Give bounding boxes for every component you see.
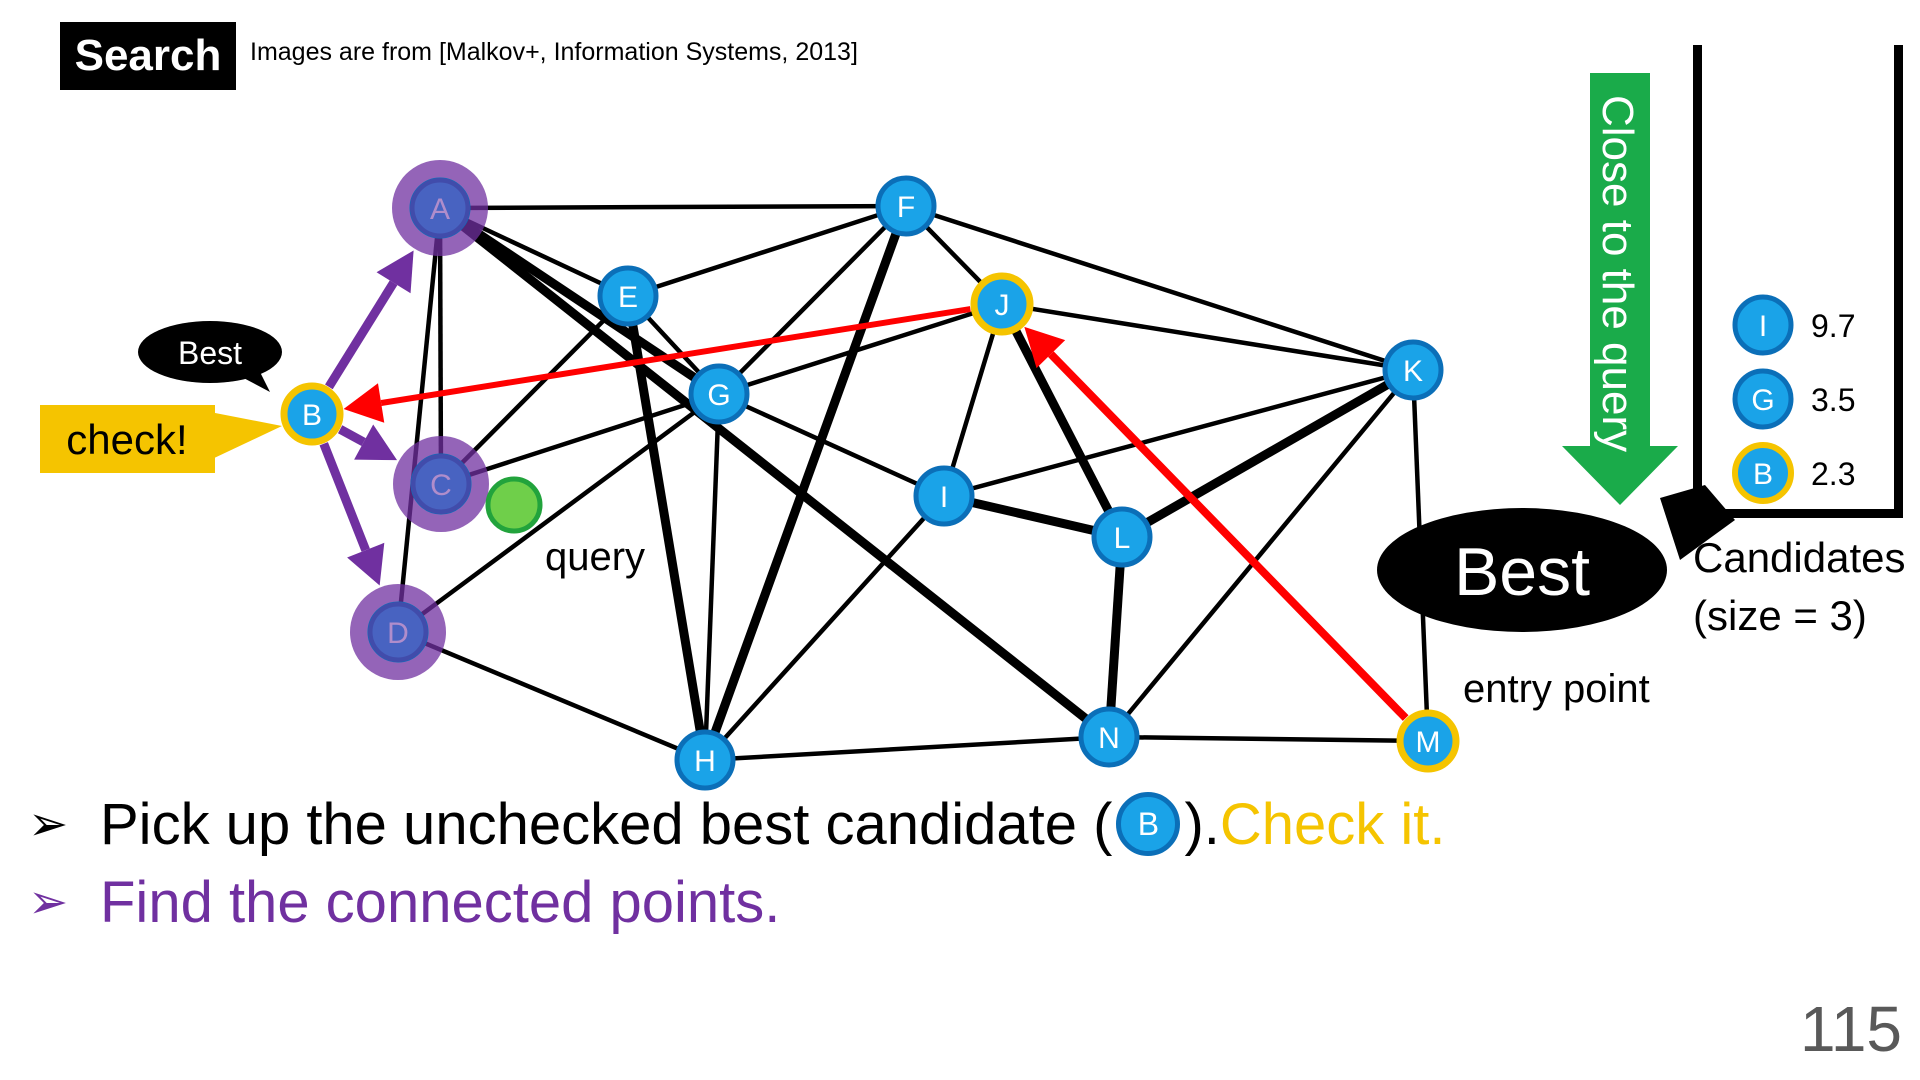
graph-edge (396, 392, 721, 634)
graph-node-h: H (674, 729, 736, 791)
graph-node-c: C (410, 453, 472, 515)
graph-edge (623, 295, 710, 761)
graph-edge (718, 301, 1003, 397)
svg-text:H: H (694, 745, 716, 778)
traversal-arrows (319, 250, 1409, 721)
neighbor-arrow-b-to-d (319, 442, 385, 586)
graph-edge (1108, 734, 1429, 744)
graph-node-n: N (1078, 706, 1140, 768)
svg-text:L: L (1114, 522, 1131, 555)
svg-text:F: F (897, 191, 915, 224)
graph-node-i: I (913, 465, 975, 527)
svg-text:K: K (1403, 355, 1423, 388)
bullet-text: Pick up the unchecked best candidate ( (100, 791, 1113, 857)
graph-node-e: E (597, 265, 659, 327)
graph-edge (1119, 366, 1416, 541)
close-to-query-arrow: Close to the query (1562, 73, 1678, 505)
graph-edge (941, 303, 1005, 497)
neighbor-arrow-b-to-c (337, 424, 398, 461)
page-number: 115 (1799, 993, 1902, 1065)
svg-text:B: B (302, 399, 322, 432)
graph-node-k: K (1382, 339, 1444, 401)
graph-edge (997, 301, 1127, 540)
graph-node-j: J (970, 272, 1034, 336)
entry-point-label: entry point (1463, 667, 1650, 711)
bullet-find-connected: ➢ Find the connected points. (28, 863, 1446, 941)
bullet-arrow-icon: ➢ (28, 876, 69, 929)
graph-node-b: B (280, 382, 344, 446)
graph-edge (718, 391, 945, 499)
graph-edge (1104, 536, 1127, 738)
graph-edge (702, 393, 722, 761)
graph-edge (437, 204, 722, 398)
graph-node-m: M (1396, 709, 1460, 773)
candidate-node-label: I (1759, 310, 1767, 343)
graph-edges (395, 203, 1431, 763)
graph-edge (943, 367, 1414, 499)
svg-text:check!: check! (66, 416, 187, 463)
inline-node-icon: B (1116, 792, 1181, 856)
candidates-title: Candidates (1693, 534, 1905, 581)
path-arrow-m-to-j (1024, 326, 1409, 721)
graph-node-f: F (875, 175, 937, 237)
graph-node-d: D (367, 601, 429, 663)
graph-edge (397, 629, 706, 763)
svg-text:I: I (940, 481, 948, 514)
bullet-highlight: Check it. (1219, 791, 1446, 857)
svg-text:Best: Best (178, 335, 242, 371)
graph-edge (1107, 368, 1415, 739)
candidate-distance: 2.3 (1811, 456, 1855, 492)
query-label: query (545, 535, 645, 579)
path-arrow-j-to-b (343, 306, 971, 423)
graph-edge (440, 391, 720, 487)
candidate-list: I 9.7G 3.5B 2.3 (1732, 294, 1855, 504)
bullet-text: ). (1184, 791, 1220, 857)
graph-edge (395, 207, 443, 633)
bullet-pick-candidate: ➢ Pick up the unchecked best candidate (… (28, 785, 1446, 863)
graph-node-a: A (409, 177, 471, 239)
bullet-list: ➢ Pick up the unchecked best candidate (… (28, 785, 1446, 941)
candidate-item: I 9.7 (1732, 294, 1855, 356)
svg-text:G: G (707, 379, 730, 412)
image-source-note: Images are from [Malkov+, Information Sy… (250, 38, 858, 66)
bullet-arrow-icon: ➢ (28, 798, 69, 851)
graph-edge (1001, 301, 1414, 373)
best-callout-large: Best (1377, 485, 1735, 632)
candidate-distance: 9.7 (1811, 308, 1855, 344)
close-to-query-label: Close to the query (1593, 95, 1642, 452)
graph-edge (437, 204, 1112, 741)
graph-node-g: G (688, 363, 750, 425)
graph-edge (439, 203, 907, 211)
graph-edge (905, 203, 1414, 373)
check-callout: check! (40, 405, 282, 473)
graph-edge (717, 204, 908, 396)
candidates-box (1693, 45, 1903, 518)
graph-edge (700, 204, 911, 762)
graph-nodes: A B C D E F G H I J K L M N (280, 175, 1460, 791)
candidate-node-label: G (1751, 384, 1774, 417)
query-point (485, 476, 543, 534)
graph-edge (703, 494, 946, 762)
graph-node-l: L (1091, 506, 1153, 568)
candidate-distance: 3.5 (1811, 382, 1855, 418)
svg-text:J: J (995, 289, 1010, 322)
bullet-text: Find the connected points. (100, 869, 781, 935)
candidate-item: G 3.5 (1732, 368, 1855, 430)
candidate-node-label: B (1753, 458, 1773, 491)
svg-text:Best: Best (1454, 534, 1590, 610)
candidates-size: (size = 3) (1693, 592, 1867, 639)
svg-text:E: E (618, 281, 638, 314)
graph-edge (627, 203, 907, 299)
svg-text:N: N (1098, 722, 1120, 755)
best-callout-small: Best (138, 321, 282, 392)
section-badge: Search (60, 22, 236, 90)
neighbor-arrow-b-to-a (325, 250, 414, 390)
svg-text:M: M (1416, 726, 1441, 759)
candidate-item: B 2.3 (1732, 442, 1855, 504)
graph-edge (704, 734, 1110, 763)
